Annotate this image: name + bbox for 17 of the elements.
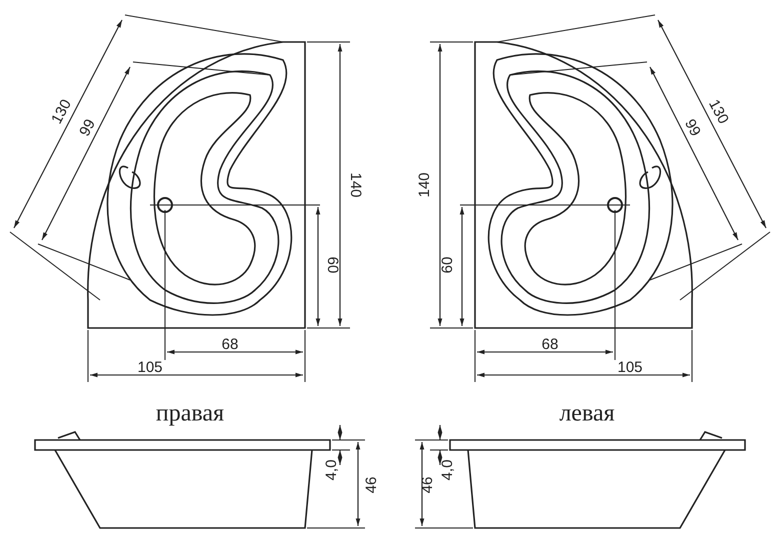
dimension-label: 46 (362, 476, 380, 494)
dimension-label: 140 (416, 172, 433, 198)
dimension-label: 105 (137, 358, 163, 376)
dimension-label: 68 (542, 336, 558, 353)
dimension-label: 140 (347, 172, 364, 198)
dimension-label: 4,0 (322, 460, 340, 480)
dimension-label: 130 (48, 96, 75, 127)
dimension-label: 60 (324, 256, 342, 274)
dimension-label: 99 (681, 116, 704, 140)
view-caption: левая (559, 400, 615, 427)
dimension-label: 130 (705, 96, 732, 127)
dimension-label: 60 (438, 256, 456, 274)
view-caption: правая (156, 400, 224, 427)
dimension-label: 4,0 (438, 460, 456, 480)
dimension-label: 99 (76, 116, 99, 140)
dimension-label: 105 (617, 358, 643, 376)
dimension-label: 68 (222, 336, 238, 353)
